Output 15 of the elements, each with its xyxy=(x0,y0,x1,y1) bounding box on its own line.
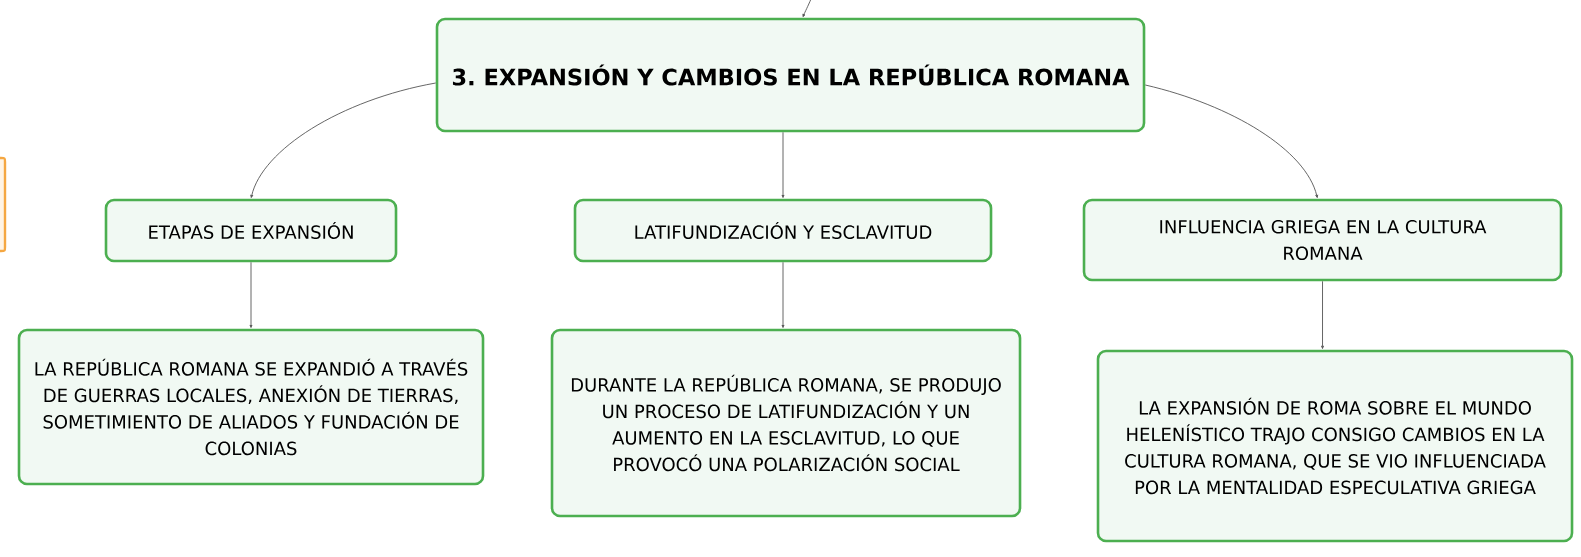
subtopic-box: INFLUENCIA GRIEGA EN LA CULTURA ROMANA xyxy=(1082,198,1563,282)
partial-box xyxy=(0,156,7,253)
topic-box: 3. EXPANSIÓN Y CAMBIOS EN LA REPÚBLICA ROMANA xyxy=(435,17,1146,133)
arrow xyxy=(781,131,785,198)
subtopic-box: ETAPAS DE EXPANSIÓN xyxy=(104,198,398,263)
description-box: LA REPÚBLICA ROMANA SE EXPANDIÓ A TRAVÉS DE GUERRAS LOCALES, ANEXIÓN DE TIERRAS, SOMETIMIENTO DE ALIADOS Y FUNDACIÓN DE COLONIAS xyxy=(17,328,485,486)
arrow xyxy=(781,261,785,328)
subtopic-box: LATIFUNDIZACIÓN Y ESCLAVITUD xyxy=(573,198,993,263)
arrow xyxy=(1321,280,1324,349)
arrow xyxy=(1144,84,1319,198)
arrow xyxy=(802,0,812,18)
description-box: LA EXPANSIÓN DE ROMA SOBRE EL MUNDO HELENÍSTICO TRAJO CONSIGO CAMBIOS EN LA CULTURA ROMANA, QUE SE VIO INFLUENCIADA POR LA MENTALIDAD ESPECULATIVA GRIEGA xyxy=(1096,349,1574,543)
description-box: DURANTE LA REPÚBLICA ROMANA, SE PRODUJO UN PROCESO DE LATIFUNDIZACIÓN Y UN AUMENTO EN LA ESCLAVITUD, LO QUE PROVOCÓ UNA POLARIZACIÓN SOCIAL xyxy=(550,328,1022,518)
arrow xyxy=(250,82,437,198)
arrow xyxy=(249,261,253,328)
